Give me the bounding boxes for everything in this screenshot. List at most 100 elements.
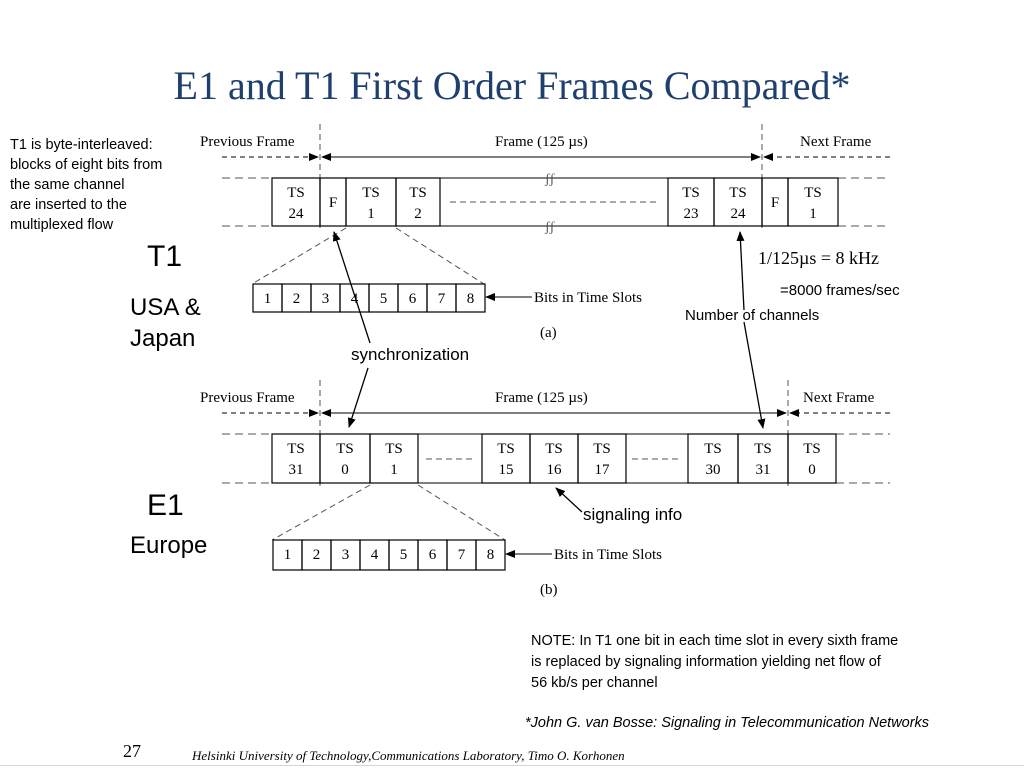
time-slot-label: TS — [545, 441, 563, 457]
time-slot-label: TS — [287, 441, 305, 457]
bit-number: 4 — [371, 547, 379, 563]
bit-number: 8 — [487, 547, 495, 563]
bit-number: 2 — [313, 547, 321, 563]
t1-region-line: Japan — [130, 325, 196, 352]
t1-region-line: USA & — [130, 294, 201, 321]
time-slot-label: TS — [409, 185, 427, 201]
rate-formula: 1/125µs = 8 kHz — [758, 248, 880, 268]
note-line: NOTE: In T1 one bit in each time slot in… — [531, 633, 899, 649]
time-slot — [395, 177, 441, 227]
time-slot-number: 1 — [390, 462, 398, 478]
slide-title: E1 and T1 First Order Frames Compared* — [173, 63, 851, 108]
t1-label: T1 — [147, 240, 183, 273]
frames-per-sec: =8000 frames/sec — [780, 282, 900, 299]
time-slot-number: 16 — [547, 462, 563, 478]
e1-label: E1 — [147, 489, 184, 522]
bit-number: 8 — [467, 291, 475, 307]
time-slot-number: 24 — [731, 206, 747, 222]
time-slot-label: TS — [385, 441, 403, 457]
frame-duration-label: Frame (125 µs) — [495, 390, 588, 406]
time-slot-number: 15 — [499, 462, 514, 478]
figure-b-e1: Previous Frame Frame (125 µs) Next Frame… — [200, 380, 890, 598]
time-slot-label: F — [771, 195, 779, 211]
bit-number: 1 — [264, 291, 272, 307]
time-slot-number: 1 — [367, 206, 375, 222]
bits-in-time-slots-label: Bits in Time Slots — [534, 290, 642, 306]
slot-row-b: TS 31 TS 0 TS 1 TS 15 TS 16 TS 17 TS 30 TS 31 TS 0 — [271, 433, 837, 484]
svg-text:ʃʃ: ʃʃ — [544, 220, 555, 235]
figure-a-t1: Previous Frame Frame (125 µs) Next Frame… — [200, 124, 890, 341]
time-slot-number: 0 — [808, 462, 816, 478]
time-slot — [577, 433, 627, 484]
time-slot-label: TS — [362, 185, 380, 201]
bit-number: 5 — [380, 291, 388, 307]
signaling-info-label: signaling info — [583, 505, 683, 524]
channels-arrow-t1 — [736, 231, 745, 311]
time-slot-label: TS — [729, 185, 747, 201]
frame-duration-label: Frame (125 µs) — [495, 134, 588, 150]
synchronization-label: synchronization — [351, 345, 470, 364]
note-line: blocks of eight bits from — [10, 157, 163, 173]
time-slot-label: TS — [336, 441, 354, 457]
time-slot-label: TS — [287, 185, 305, 201]
note-line: multiplexed flow — [10, 217, 114, 233]
next-frame-label: Next Frame — [803, 390, 875, 406]
bit-number: 5 — [400, 547, 408, 563]
note-line: 56 kb/s per channel — [531, 675, 658, 691]
time-slot-label: TS — [593, 441, 611, 457]
figure-b-caption: (b) — [540, 582, 558, 598]
sync-arrow-t1 — [332, 231, 371, 344]
bit-number: 6 — [429, 547, 437, 563]
channels-arrow-e1 — [743, 321, 766, 429]
time-slot-number: 31 — [289, 462, 304, 478]
bit-number: 7 — [458, 547, 466, 563]
time-slot-number: 0 — [341, 462, 349, 478]
footer-divider — [0, 765, 1024, 766]
e1-region: Europe — [130, 532, 208, 559]
signaling-arrow — [555, 487, 583, 513]
note-line: are inserted to the — [10, 197, 127, 213]
bit-number: 7 — [438, 291, 446, 307]
time-slot-label: F — [329, 195, 337, 211]
time-slot-number: 23 — [684, 206, 699, 222]
note-line: the same channel — [10, 177, 125, 193]
next-frame-label: Next Frame — [800, 134, 872, 150]
time-slot-number: 24 — [289, 206, 305, 222]
byte-interleave-note: T1 is byte-interleaved: blocks of eight … — [10, 135, 162, 235]
time-slot-label: TS — [497, 441, 515, 457]
time-slot-label: TS — [754, 441, 772, 457]
bits-in-time-slots-label: Bits in Time Slots — [554, 547, 662, 563]
bit-number: 4 — [351, 291, 359, 307]
time-slot — [787, 433, 837, 484]
previous-frame-label: Previous Frame — [200, 390, 295, 406]
sync-arrow-e1 — [347, 367, 369, 428]
citation: *John G. van Bosse: Signaling in Telecom… — [525, 715, 930, 731]
time-slot-number: 31 — [756, 462, 771, 478]
annotation-arrows — [332, 231, 766, 513]
time-slot-number: 17 — [595, 462, 611, 478]
svg-text:ʃʃ: ʃʃ — [544, 172, 555, 187]
signaling-note: NOTE: In T1 one bit in each time slot in… — [531, 631, 898, 694]
bit-number: 6 — [409, 291, 417, 307]
time-slot-number: 1 — [809, 206, 817, 222]
figure-a-caption: (a) — [540, 325, 557, 341]
footer-text: Helsinki University of Technology,Commun… — [192, 748, 625, 763]
bit-number: 2 — [293, 291, 301, 307]
number-of-channels-label: Number of channels — [685, 307, 820, 324]
note-line: is replaced by signaling information yie… — [531, 654, 881, 670]
time-slot-label: TS — [803, 441, 821, 457]
bit-number: 3 — [342, 547, 350, 563]
previous-frame-label: Previous Frame — [200, 134, 295, 150]
time-slot — [787, 177, 839, 227]
time-slot-number: 30 — [706, 462, 721, 478]
time-slot — [369, 433, 419, 484]
time-slot-label: TS — [704, 441, 722, 457]
time-slot-label: TS — [682, 185, 700, 201]
time-slot-number: 2 — [414, 206, 422, 222]
page-number: 27 — [123, 741, 141, 761]
t1-region: USA & Japan — [130, 292, 201, 354]
